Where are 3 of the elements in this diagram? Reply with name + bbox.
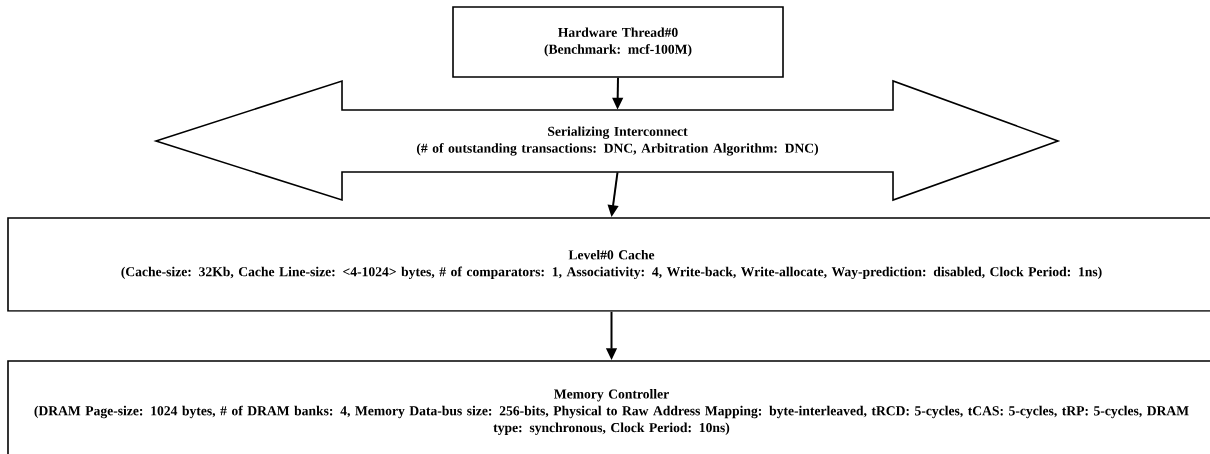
component-box: Hardware Thread#0 (Benchmark: mcf-100M) [452, 6, 784, 78]
component-box: Level#0 Cache (Cache-size: 32Kb, Cache Line-size: <4-1024> bytes, # of comparators: 1, Associativity: 4, Write-back, Write-allocate, Way-prediction: disabled, Clock Period: 1ns) [7, 217, 1210, 312]
component-box: Memory Controller (DRAM Page-size: 1024 bytes, # of DRAM banks: 4, Memory Data-bus size: 256-bits, Physical to Raw Address Mapping: byte-interleaved, tRCD: 5-cycles, tCAS: 5-cycles, tRP: 5-cycles, DRAM type: synchronous, Clock Period: 10ns) [7, 360, 1210, 454]
